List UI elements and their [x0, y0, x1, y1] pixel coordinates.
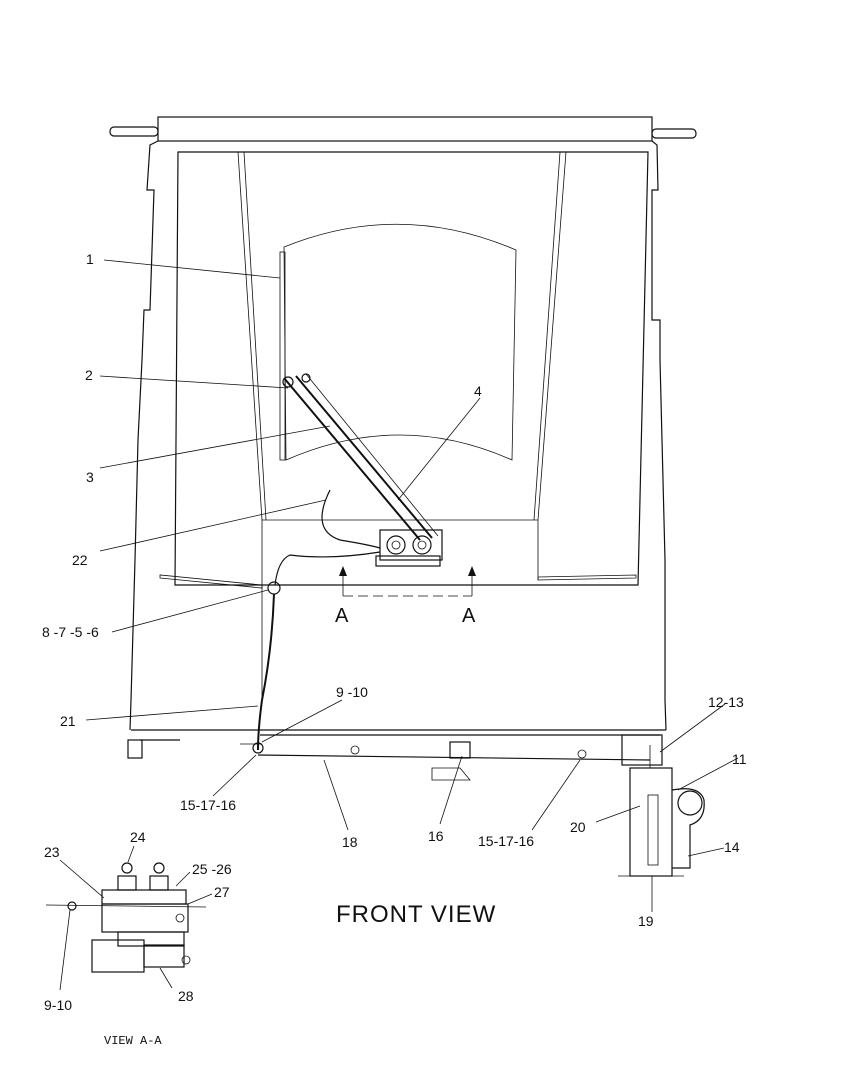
callout-21: 21 — [60, 713, 76, 729]
callout-9-10-top: 9 -10 — [336, 684, 368, 700]
callout-25-26: 25 -26 — [192, 861, 232, 877]
callout-11: 11 — [732, 751, 747, 767]
windshield-glass — [283, 223, 517, 461]
lower-frame — [127, 734, 663, 781]
callout-1: 1 — [86, 251, 94, 267]
washer-tank — [618, 745, 705, 877]
callout-15-17-16-right: 15-17-16 — [478, 833, 534, 849]
section-marker: A A — [335, 566, 476, 627]
callout-28: 28 — [178, 988, 194, 1004]
callout-9-10-bottom: 9-10 — [44, 997, 72, 1013]
cab-frame — [129, 140, 667, 731]
wiring-harness — [257, 489, 381, 751]
callout-15-17-16-left: 15-17-16 — [180, 797, 236, 813]
callout-16: 16 — [428, 828, 444, 844]
callout-labels: 1 2 3 4 22 8 -7 -5 -6 21 9 -10 15-17-16 … — [42, 251, 747, 929]
callout-23: 23 — [44, 844, 60, 860]
cab-roof — [109, 116, 697, 142]
callout-12-13: 12-13 — [708, 694, 744, 710]
callout-14: 14 — [724, 839, 740, 855]
callout-4: 4 — [474, 383, 482, 399]
callout-8-7-5-6: 8 -7 -5 -6 — [42, 624, 99, 640]
callout-19: 19 — [638, 913, 654, 929]
callout-27: 27 — [214, 884, 230, 900]
callout-20: 20 — [570, 819, 586, 835]
wiper-assembly — [279, 251, 443, 567]
section-mark-left: A — [335, 605, 349, 627]
section-mark-right: A — [462, 605, 476, 627]
view-a-a-detail: 23 24 25 -26 27 28 9-10 VIEW A-A — [44, 829, 232, 1048]
callout-22: 22 — [72, 552, 88, 568]
callout-2: 2 — [85, 367, 93, 383]
view-subtitle: VIEW A-A — [104, 1034, 162, 1048]
callout-18: 18 — [342, 834, 358, 850]
callout-24: 24 — [130, 829, 146, 845]
leader-lines — [85, 259, 739, 912]
view-title: FRONT VIEW — [336, 901, 496, 928]
callout-3: 3 — [86, 469, 94, 485]
